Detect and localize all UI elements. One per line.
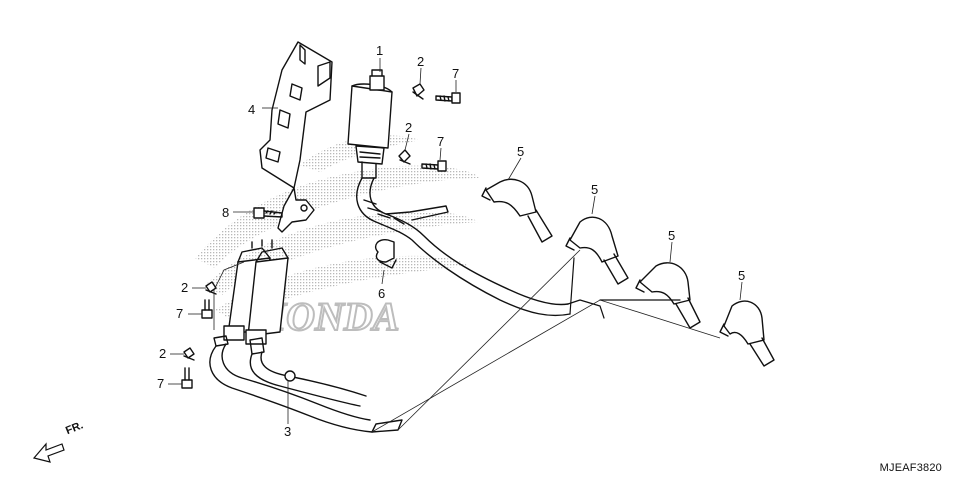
bolt-part-7-left-lower	[181, 367, 193, 389]
plug-cap-part-5-a	[481, 178, 553, 243]
plug-cap-part-5-d	[719, 300, 775, 367]
bracket-part-4	[259, 41, 333, 233]
upper-coil-wires	[356, 177, 571, 317]
clip-part-2-mid	[398, 149, 411, 165]
wire-clamp-part-6	[374, 238, 397, 269]
callout-6: 6	[378, 286, 385, 301]
callout-1: 1	[376, 43, 383, 58]
leader-lines	[168, 58, 743, 433]
clip-part-2-upper	[412, 83, 425, 100]
clip-part-2-left-lower	[183, 347, 195, 361]
bolt-part-8	[253, 207, 283, 219]
callout-4: 4	[248, 102, 255, 117]
lower-wire-harness-part-3	[209, 343, 403, 433]
ignition-coil-part-1	[347, 69, 393, 179]
callout-7-mid: 7	[437, 134, 444, 149]
plug-cords	[567, 257, 681, 319]
callout-8: 8	[222, 205, 229, 220]
callout-7-left-lower: 7	[157, 376, 164, 391]
bolt-part-7-mid	[421, 160, 447, 172]
plug-cap-part-5-b	[565, 216, 629, 285]
lower-ignition-coils	[213, 239, 289, 355]
callout-7-left-upper: 7	[176, 306, 183, 321]
callout-5-d: 5	[738, 268, 745, 283]
callout-2-left-lower: 2	[159, 346, 166, 361]
diagram-code: MJEAF3820	[879, 462, 942, 474]
callout-2-upper: 2	[417, 54, 424, 69]
callout-7-upper: 7	[452, 66, 459, 81]
callout-labels: 1 2 7 4 2 7 5 5 5 5 8 6 2 7 2 7 3	[157, 43, 745, 439]
callout-3: 3	[284, 424, 291, 439]
callout-5-a: 5	[517, 144, 524, 159]
callout-2-left-upper: 2	[181, 280, 188, 295]
callout-5-b: 5	[591, 182, 598, 197]
front-direction-arrow-icon	[32, 442, 65, 463]
bolt-part-7-left-upper	[201, 299, 213, 319]
bolt-part-7-upper	[435, 92, 461, 104]
callout-5-c: 5	[668, 228, 675, 243]
callout-2-mid: 2	[405, 120, 412, 135]
plug-cap-part-5-c	[635, 262, 701, 329]
